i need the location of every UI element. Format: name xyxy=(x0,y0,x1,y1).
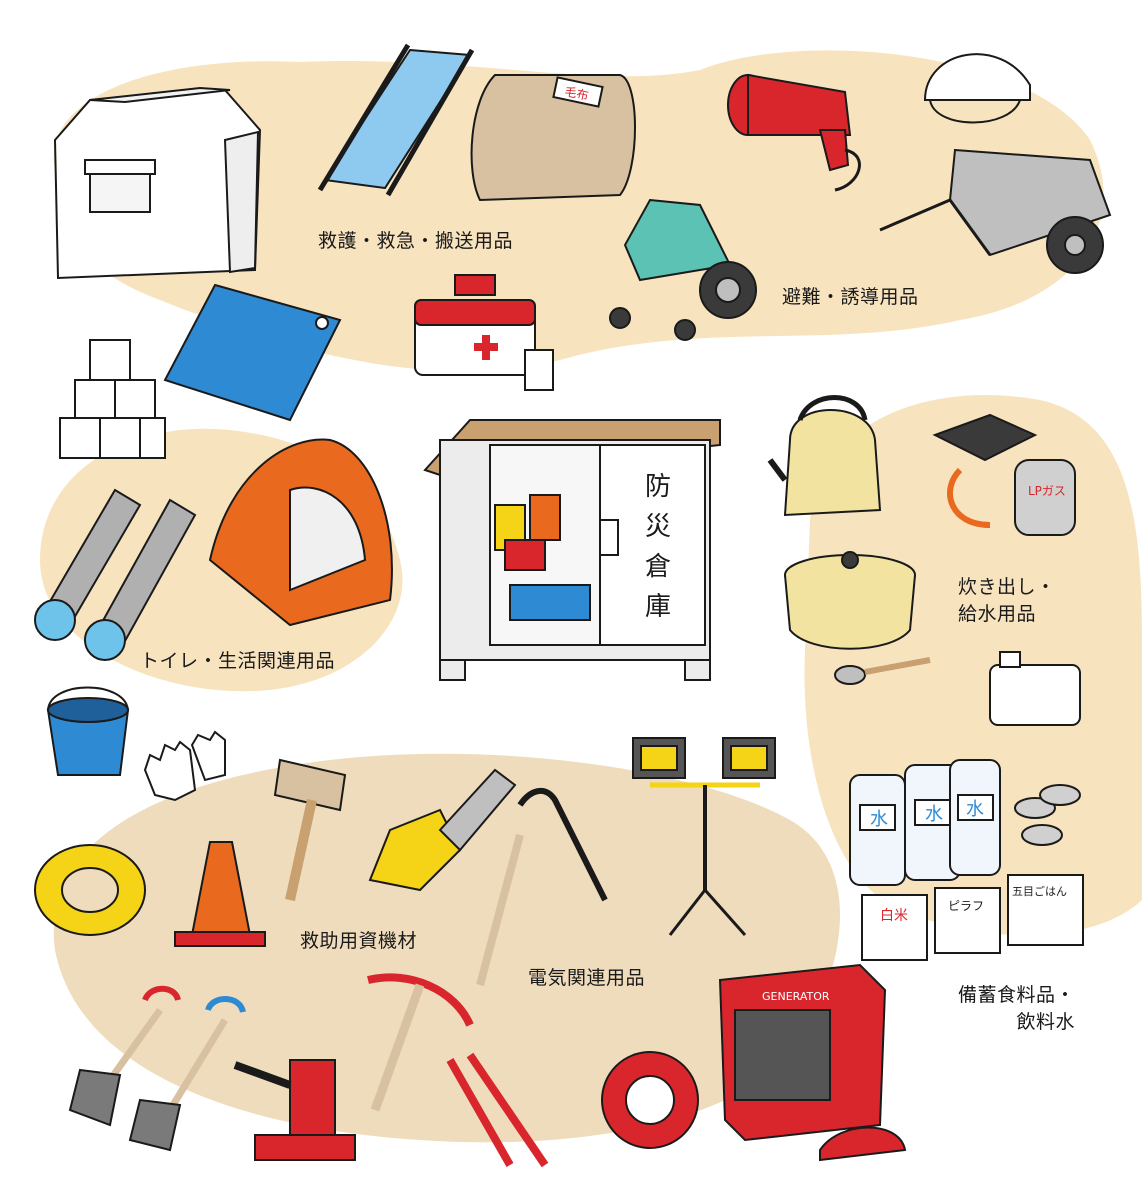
category-label-rescue-transport: 救護・救急・搬送用品 xyxy=(318,230,514,252)
tent-illustration xyxy=(53,86,262,280)
tarp-illustration xyxy=(163,283,342,422)
rice-pack-2-label: ピラフ xyxy=(948,899,984,913)
shovels-illustration xyxy=(68,985,246,1152)
megaphone-illustration xyxy=(727,73,861,192)
water-label-2: 水 xyxy=(925,804,943,825)
blanket-illustration: 毛布 xyxy=(470,74,636,202)
water-bottles-illustration: 水 水 水 xyxy=(849,759,1001,886)
warehouse-sign-char-2: 災 xyxy=(645,512,671,542)
mats-illustration xyxy=(34,488,197,661)
chainsaw-illustration xyxy=(368,768,517,892)
stretcher-illustration xyxy=(317,43,475,197)
warehouse-sign-char-4: 庫 xyxy=(645,592,671,622)
rice-packs-illustration: 白米 ピラフ 五目ごはん xyxy=(861,874,1084,961)
first-aid-kit-illustration xyxy=(414,274,554,391)
canned-food-illustration xyxy=(1014,784,1081,846)
wheelchair-illustration xyxy=(609,198,757,341)
jack-illustration xyxy=(233,1059,356,1161)
bolt-cutter-illustration xyxy=(446,1052,549,1168)
pot-illustration xyxy=(784,551,916,650)
category-label-evacuation: 避難・誘導用品 xyxy=(782,286,919,308)
pickaxe-illustration xyxy=(367,973,474,1112)
cart-illustration xyxy=(879,148,1112,274)
warehouse-sign-char-3: 倉 xyxy=(645,552,671,582)
generator-text: GENERATOR xyxy=(762,990,830,1003)
rice-pack-1-label: 白米 xyxy=(880,908,908,924)
rope-illustration xyxy=(34,844,146,936)
category-label-food-water: 備蓄食料品・ 飲料水 xyxy=(958,984,1076,1033)
helmet-illustration xyxy=(923,53,1031,124)
cord-reel-illustration xyxy=(601,1051,699,1149)
mallet-illustration xyxy=(273,758,347,902)
category-label-electrical: 電気関連用品 xyxy=(528,967,646,989)
gloves-illustration xyxy=(143,730,226,802)
blanket-tag-text: 毛布 xyxy=(563,84,589,103)
gas-stove-illustration: LPガス xyxy=(932,413,1076,536)
water-tank-illustration xyxy=(989,651,1081,726)
kettle-illustration xyxy=(767,395,882,517)
water-label-1: 水 xyxy=(870,809,888,830)
generator-illustration: GENERATOR xyxy=(718,963,907,1162)
work-light-illustration xyxy=(632,737,776,936)
water-label-3: 水 xyxy=(966,799,984,820)
warehouse-illustration: 防 災 倉 庫 xyxy=(423,419,721,681)
category-label-rescue-equipment: 救助用資機材 xyxy=(300,930,418,952)
rice-pack-3-label: 五目ごはん xyxy=(1012,884,1067,898)
toilet-paper-illustration xyxy=(59,339,166,459)
warehouse-sign-char-1: 防 xyxy=(645,472,671,502)
traffic-cone-illustration xyxy=(174,841,266,947)
bucket-illustration xyxy=(46,686,130,776)
toilet-tent-illustration xyxy=(208,438,393,627)
category-label-toilet-living: トイレ・生活関連用品 xyxy=(140,650,336,672)
crowbar-illustration xyxy=(517,788,608,902)
hook-tool-illustration xyxy=(476,833,524,987)
lp-gas-text: LPガス xyxy=(1028,484,1066,498)
category-label-cooking-water: 炊き出し・ 給水用品 xyxy=(958,576,1056,625)
ladle-illustration xyxy=(834,657,931,685)
